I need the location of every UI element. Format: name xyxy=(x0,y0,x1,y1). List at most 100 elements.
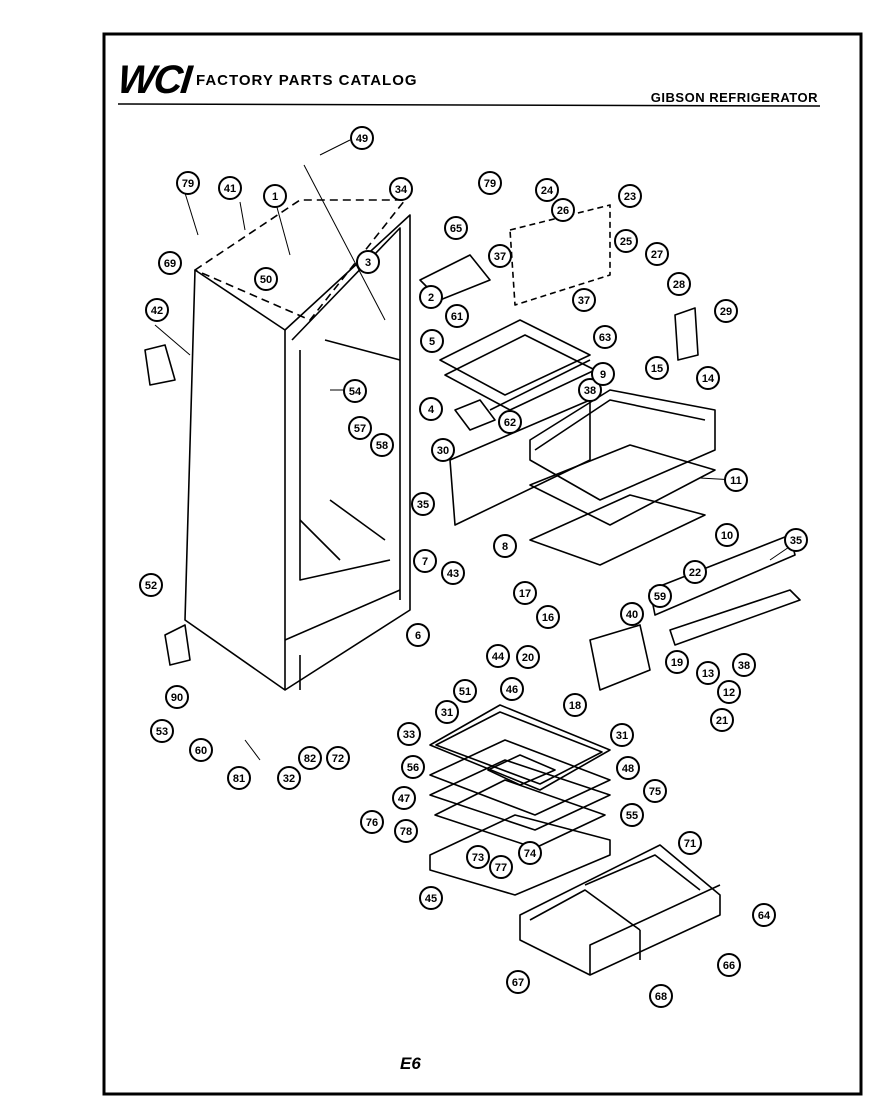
callout-number: 81 xyxy=(233,773,245,785)
callout-29: 29 xyxy=(714,299,738,323)
callout-55: 55 xyxy=(620,803,644,827)
callout-number: 4 xyxy=(428,404,435,416)
callout-64: 64 xyxy=(752,903,776,927)
callout-5: 5 xyxy=(420,329,444,353)
callout-15: 15 xyxy=(645,356,669,380)
callout-number: 47 xyxy=(398,793,410,805)
catalog-title: FACTORY PARTS CATALOG xyxy=(196,72,418,89)
callout-32: 32 xyxy=(277,766,301,790)
callout-number: 75 xyxy=(649,786,661,798)
callout-37: 37 xyxy=(572,288,596,312)
callout-number: 22 xyxy=(689,567,701,579)
callout-number: 57 xyxy=(354,423,366,435)
callout-49: 49 xyxy=(350,126,374,150)
callout-number: 9 xyxy=(600,369,606,381)
callout-21: 21 xyxy=(710,708,734,732)
callout-20: 20 xyxy=(516,645,540,669)
callout-number: 32 xyxy=(283,773,295,785)
callout-65: 65 xyxy=(444,216,468,240)
callout-number: 56 xyxy=(407,762,419,774)
callout-43: 43 xyxy=(441,561,465,585)
callout-24: 24 xyxy=(535,178,559,202)
callout-number: 78 xyxy=(400,826,412,838)
callout-number: 43 xyxy=(447,568,459,580)
callout-number: 46 xyxy=(506,684,518,696)
callout-74: 74 xyxy=(518,841,542,865)
callout-78: 78 xyxy=(394,819,418,843)
callout-18: 18 xyxy=(563,693,587,717)
callout-number: 49 xyxy=(356,133,368,145)
callout-56: 56 xyxy=(401,755,425,779)
callout-68: 68 xyxy=(649,984,673,1008)
callout-22: 22 xyxy=(683,560,707,584)
callout-61: 61 xyxy=(445,304,469,328)
callout-number: 48 xyxy=(622,763,634,775)
callout-number: 65 xyxy=(450,223,462,235)
callout-number: 72 xyxy=(332,753,344,765)
callout-number: 8 xyxy=(502,541,508,553)
callout-number: 38 xyxy=(584,385,596,397)
callout-number: 31 xyxy=(616,730,628,742)
callout-51: 51 xyxy=(453,679,477,703)
callout-number: 69 xyxy=(164,258,176,270)
callout-number: 61 xyxy=(451,311,463,323)
callout-31: 31 xyxy=(610,723,634,747)
callout-number: 7 xyxy=(422,556,428,568)
callout-number: 12 xyxy=(723,687,735,699)
page-code: E6 xyxy=(400,1054,421,1073)
callout-number: 54 xyxy=(349,386,362,398)
callout-number: 79 xyxy=(182,178,194,190)
callout-number: 18 xyxy=(569,700,581,712)
callout-41: 41 xyxy=(218,176,242,200)
callout-2: 2 xyxy=(419,285,443,309)
callout-number: 73 xyxy=(472,852,484,864)
callout-number: 21 xyxy=(716,715,728,727)
callout-number: 50 xyxy=(260,274,272,286)
callout-number: 62 xyxy=(504,417,516,429)
callout-number: 68 xyxy=(655,991,667,1003)
callout-number: 66 xyxy=(723,960,735,972)
glass-shelves xyxy=(439,319,716,566)
callout-35: 35 xyxy=(784,528,808,552)
callout-11: 11 xyxy=(724,468,748,492)
callout-63: 63 xyxy=(593,325,617,349)
callout-14: 14 xyxy=(696,366,720,390)
callout-7: 7 xyxy=(413,549,437,573)
callout-40: 40 xyxy=(620,602,644,626)
callout-79: 79 xyxy=(176,171,200,195)
callout-37: 37 xyxy=(488,244,512,268)
callout-number: 44 xyxy=(492,651,505,663)
callout-62: 62 xyxy=(498,410,522,434)
callout-54: 54 xyxy=(343,379,367,403)
callout-number: 29 xyxy=(720,306,732,318)
callout-number: 31 xyxy=(441,707,453,719)
callout-72: 72 xyxy=(326,746,350,770)
callout-19: 19 xyxy=(665,650,689,674)
callout-number: 74 xyxy=(524,848,537,860)
callout-3: 3 xyxy=(356,250,380,274)
callout-number: 40 xyxy=(626,609,638,621)
callout-44: 44 xyxy=(486,644,510,668)
callout-38: 38 xyxy=(732,653,756,677)
callout-75: 75 xyxy=(643,779,667,803)
callout-number: 17 xyxy=(519,588,531,600)
callout-35: 35 xyxy=(411,492,435,516)
callout-number: 90 xyxy=(171,692,183,704)
callout-79: 79 xyxy=(478,171,502,195)
callout-67: 67 xyxy=(506,970,530,994)
callout-4: 4 xyxy=(419,397,443,421)
callout-57: 57 xyxy=(348,416,372,440)
page-border xyxy=(102,32,863,1096)
callout-number: 42 xyxy=(151,305,163,317)
model-title: GIBSON REFRIGERATOR xyxy=(650,90,818,105)
callout-number: 23 xyxy=(624,191,636,203)
callout-48: 48 xyxy=(616,756,640,780)
callout-77: 77 xyxy=(489,855,513,879)
callout-number: 5 xyxy=(429,336,435,348)
callout-number: 15 xyxy=(651,363,663,375)
callout-26: 26 xyxy=(551,198,575,222)
callout-number: 3 xyxy=(365,257,371,269)
